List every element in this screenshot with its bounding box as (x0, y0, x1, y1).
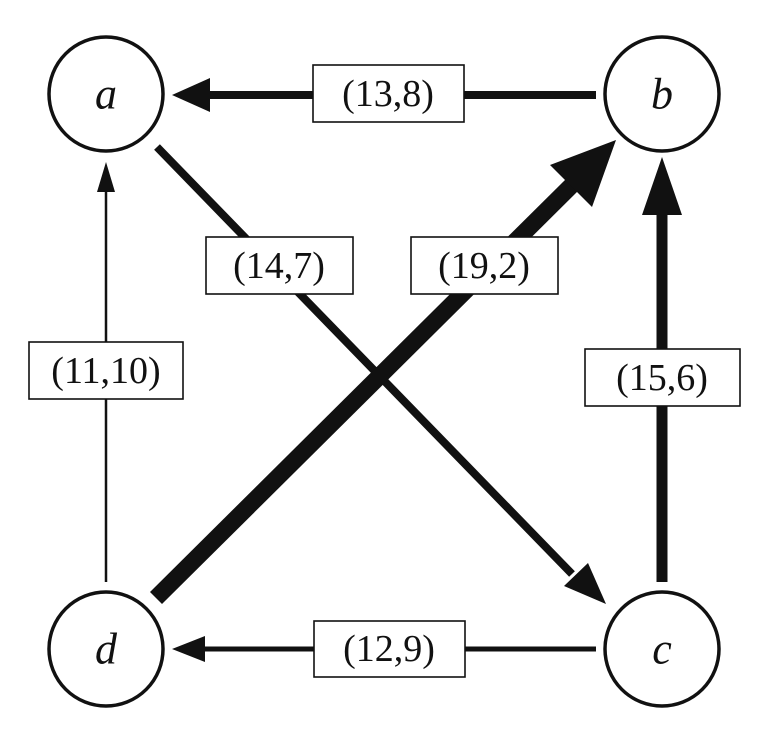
node-circle (47, 35, 165, 153)
node-b: b (603, 35, 721, 153)
edge-label-box (205, 236, 354, 295)
arrowhead (642, 157, 682, 215)
edge-label-box (28, 341, 184, 400)
edge-label: (12,9) (343, 628, 435, 670)
arrowhead (564, 563, 606, 604)
node-circle (603, 590, 721, 708)
arrowhead (172, 636, 205, 662)
edge-label-box (312, 64, 465, 123)
node-label: b (651, 70, 673, 119)
arrowhead (97, 162, 115, 192)
edge-d-to-b: (19,2) (150, 140, 616, 605)
edge-c-to-d: (12,9) (172, 620, 596, 678)
edge-label: (14,7) (233, 245, 325, 287)
edge-label: (13,8) (342, 73, 434, 115)
node-c: c (603, 590, 721, 708)
edge-label: (11,10) (51, 350, 160, 392)
node-label: d (95, 625, 118, 674)
edge-label-box (410, 236, 559, 295)
edge-d-to-a: (11,10) (28, 162, 184, 582)
edge-label-box (313, 620, 466, 678)
node-label: a (95, 70, 117, 119)
node-a: a (47, 35, 165, 153)
edge-label: (19,2) (438, 245, 530, 287)
edge-label: (15,6) (616, 357, 708, 399)
node-label: c (652, 625, 672, 674)
node-circle (47, 590, 165, 708)
edge-label-box (584, 348, 741, 407)
edge-b-to-a: (13,8) (172, 64, 596, 123)
edge-a-to-c: (14,7) (154, 144, 606, 604)
edge-c-to-b: (15,6) (584, 157, 741, 582)
node-d: d (47, 590, 165, 708)
arrowhead (550, 140, 616, 207)
arrowhead (172, 78, 210, 112)
node-circle (603, 35, 721, 153)
